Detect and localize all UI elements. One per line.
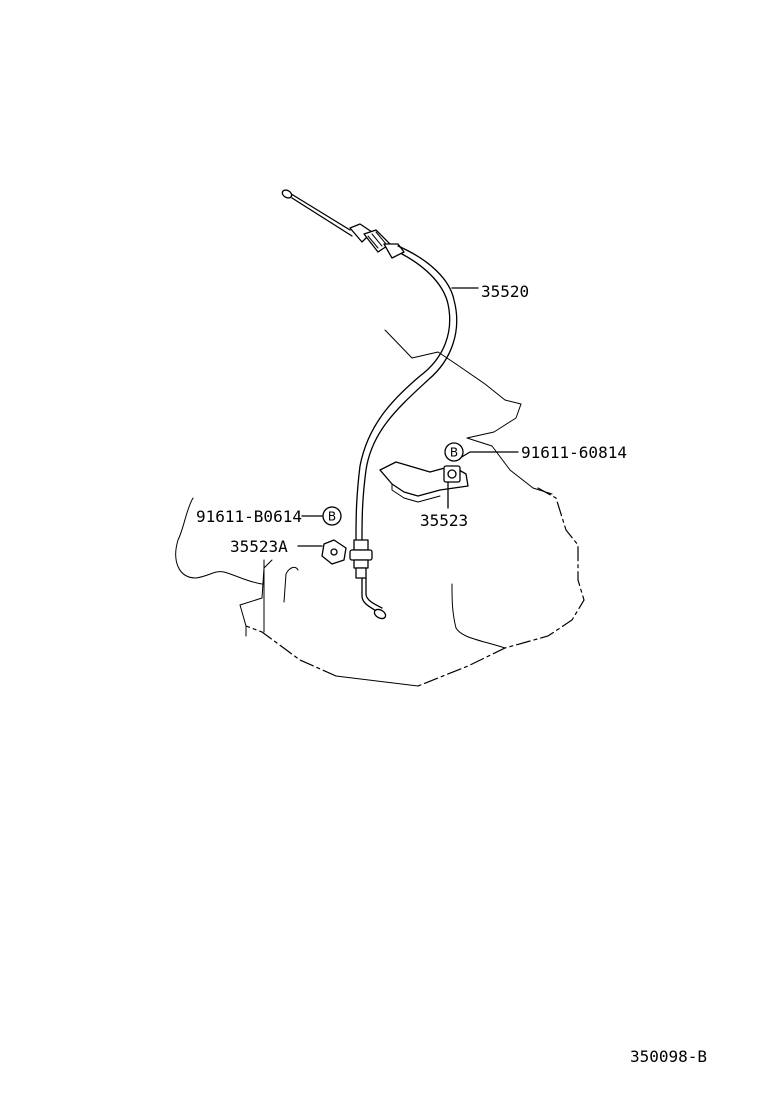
transmission-outline xyxy=(175,329,585,687)
clip-35523A xyxy=(297,515,347,565)
diagram-code: 350098-B xyxy=(630,1047,707,1066)
label-bracket-35523: 35523 xyxy=(420,511,468,530)
label-clip-35523A: 35523A xyxy=(230,537,288,556)
bolt-marker-right-letter: B xyxy=(450,446,458,460)
label-bolt-91611-60814: 91611-60814 xyxy=(521,443,627,462)
bolt-marker-left-letter: B xyxy=(328,510,336,524)
label-cable-35520: 35520 xyxy=(481,282,529,301)
label-bolt-91611-B0614: 91611-B0614 xyxy=(196,507,302,526)
bracket-35523 xyxy=(379,451,519,509)
bolt-marker-right: B xyxy=(444,442,464,462)
control-cable xyxy=(281,189,479,620)
bolt-marker-left: B xyxy=(322,506,342,526)
